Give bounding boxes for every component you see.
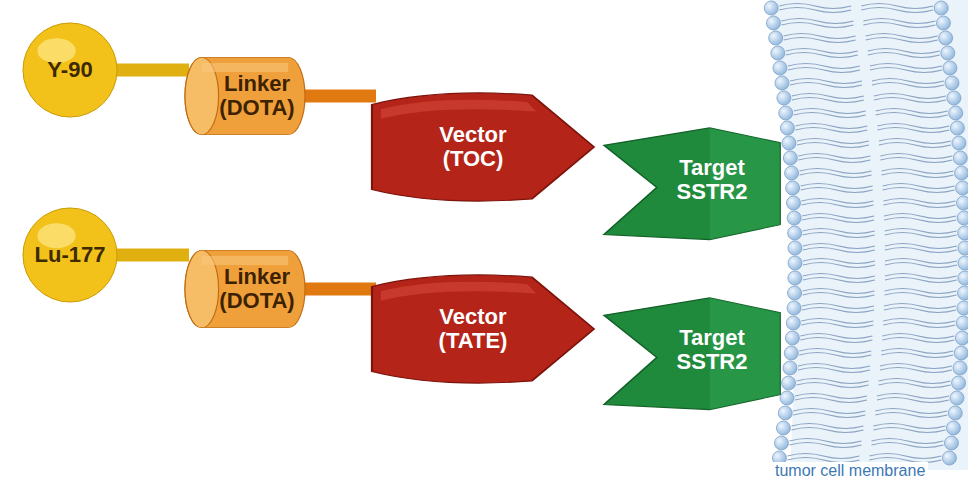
node-text: Lu-177 [35,243,106,267]
isotope-ball: Y-90 [22,22,118,118]
node-text: Vector (TOC) [418,123,528,171]
node-text: Y-90 [47,58,92,82]
connector-rod [301,90,376,103]
node-text: Target SSTR2 [667,156,757,204]
node-text: Linker (DOTA) [217,265,297,313]
linker-cylinder: Linker (DOTA) [185,50,305,142]
connector-rod [114,64,189,77]
target-receptor: Target SSTR2 [604,288,780,412]
isotope-ball: Lu-177 [22,207,118,303]
vector-arrow: Vector (TATE) [372,270,594,388]
vector-arrow: Vector (TOC) [372,88,594,206]
linker-cylinder: Linker (DOTA) [185,243,305,335]
node-text: Linker (DOTA) [217,72,297,120]
node-text: Target SSTR2 [667,326,757,374]
target-receptor: Target SSTR2 [604,118,780,242]
connector-rod [114,249,189,262]
node-text: Vector (TATE) [418,305,528,353]
connector-rod [301,283,376,296]
membrane-label: tumor cell membrane [772,462,928,480]
